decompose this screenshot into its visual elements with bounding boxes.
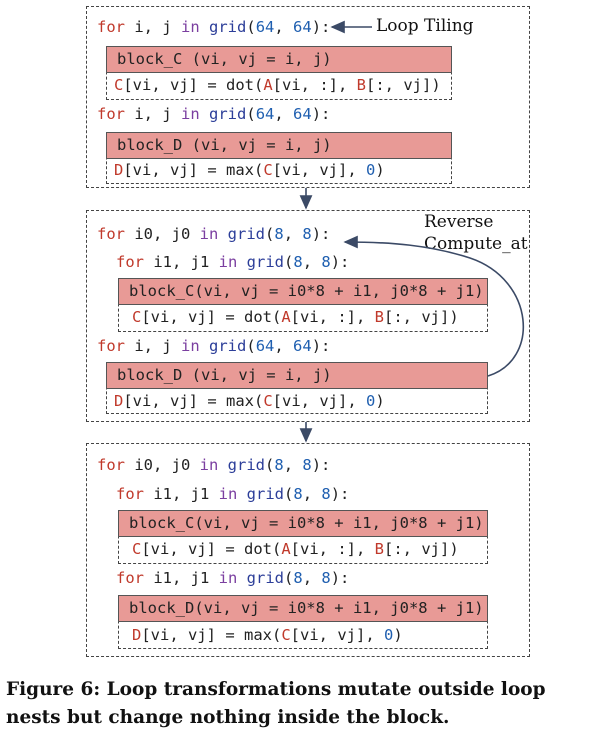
annotation-reverse: Reverse — [424, 212, 494, 232]
panel-tiled — [86, 210, 530, 422]
loop-header-inner: for i1, j1 in grid(8, 8): — [116, 485, 350, 503]
panel-original — [86, 6, 530, 188]
statement-c: C[vi, vj] = dot(A[vi, :], B[:, vj]) — [132, 540, 459, 558]
loop-header-inner: for i1, j1 in grid(8, 8): — [116, 253, 350, 271]
block-c-header: block_C(vi, vj = i0*8 + i1, j0*8 + j1) — [118, 278, 488, 305]
block-c-body — [106, 46, 452, 100]
arrow-reverse-compute-at — [343, 235, 525, 377]
annotation-compute-at: Compute_at — [424, 234, 528, 254]
block-d-header: block_D (vi, vj = i, j) — [106, 362, 488, 389]
block-d-header: block_D (vi, vj = i, j) — [106, 132, 452, 159]
statement-c: C[vi, vj] = dot(A[vi, :], B[:, vj]) — [114, 76, 441, 94]
statement-c: C[vi, vj] = dot(A[vi, :], B[:, vj]) — [132, 308, 459, 326]
block-d-body — [118, 595, 488, 649]
block-c-header: block_C (vi, vj = i, j) — [106, 46, 452, 73]
block-c-body — [118, 278, 488, 332]
loop-header-inner: for i1, j1 in grid(8, 8): — [116, 569, 350, 587]
loop-header-outer: for i0, j0 in grid(8, 8): — [97, 456, 331, 474]
panel-result — [86, 443, 530, 657]
loop-header-outer: for i0, j0 in grid(8, 8): — [97, 225, 331, 243]
loop-header: for i, j in grid(64, 64): — [97, 18, 331, 36]
figure-caption: Figure 6: Loop transformations mutate ou… — [6, 679, 546, 728]
block-d-header: block_D(vi, vj = i0*8 + i1, j0*8 + j1) — [118, 595, 488, 622]
loop-header: for i, j in grid(64, 64): — [97, 105, 331, 123]
annotation-loop-tiling: Loop Tiling — [376, 16, 474, 36]
statement-d: D[vi, vj] = max(C[vi, vj], 0) — [114, 161, 385, 179]
loop-header: for i, j in grid(64, 64): — [97, 337, 331, 355]
block-c-header: block_C(vi, vj = i0*8 + i1, j0*8 + j1) — [118, 510, 488, 537]
statement-d: D[vi, vj] = max(C[vi, vj], 0) — [132, 626, 403, 644]
block-c-body — [118, 510, 488, 564]
statement-d: D[vi, vj] = max(C[vi, vj], 0) — [114, 392, 385, 410]
